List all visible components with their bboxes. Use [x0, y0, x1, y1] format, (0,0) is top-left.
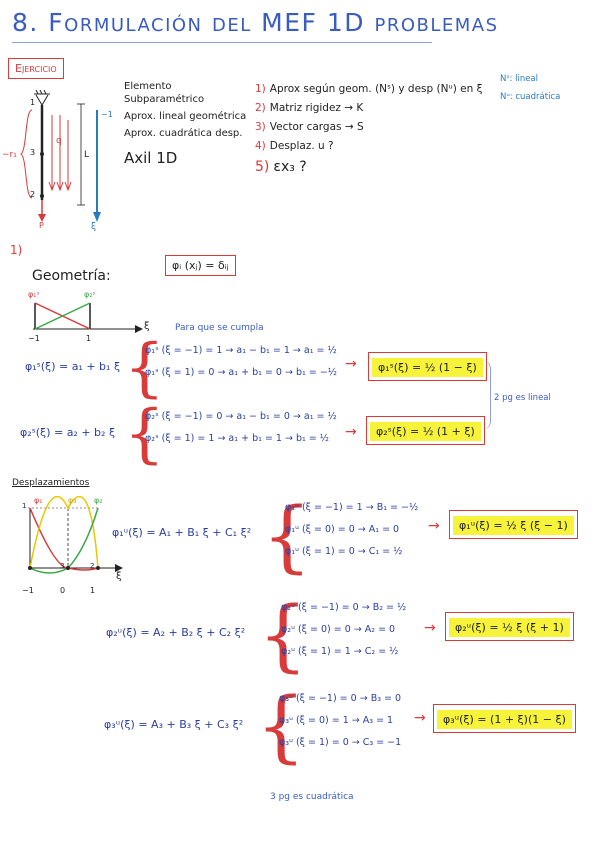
- arrow-icon: →: [345, 424, 357, 440]
- phi1-disp-conditions: φ₁ᵘ (ξ = −1) = 1 → B₁ = −½ φ₁ᵘ (ξ = 0) =…: [285, 497, 418, 563]
- phi1-geom-brace: {: [124, 331, 165, 405]
- elem-line1: Elemento: [124, 81, 172, 92]
- phi2-disp-c1: φ₂ᵘ (ξ = −1) = 0 → B₂ = ½: [281, 602, 407, 613]
- disp-tick-0: 0: [60, 586, 66, 595]
- geometry-plot: [33, 302, 143, 333]
- geom-xi-label: ξ: [144, 321, 150, 332]
- geom-phi2-label: φ₂ˢ: [84, 290, 96, 299]
- phi2-geom-c2: φ₂ˢ (ξ = 1) = 1 → a₁ + b₁ = 1 → b₁ = ½: [145, 433, 329, 444]
- disp-one-tick: 1: [22, 502, 27, 510]
- quadratic-note: 3 pg es cuadrática: [270, 792, 354, 802]
- phi3-disp-c2: φ₃ᵘ (ξ = 0) = 1 → A₃ = 1: [279, 715, 394, 726]
- phi2-geom-result-box: φ₂ˢ(ξ) = ½ (1 + ξ): [366, 416, 485, 445]
- displacement-shape-plot: [28, 495, 123, 574]
- phi1-geom-lhs: φ₁ˢ(ξ) = a₁ + b₁ ξ: [25, 360, 121, 373]
- phi1-geom-result: φ₁ˢ(ξ) = ½ (1 − ξ): [372, 358, 483, 377]
- phi2-geom-result: φ₂ˢ(ξ) = ½ (1 + ξ): [370, 422, 481, 441]
- elem-line3: Aprox. lineal geométrica: [124, 111, 247, 122]
- elem-line4: Aprox. cuadrática desp.: [124, 128, 243, 139]
- phi3-disp-result-box: φ₃ᵘ(ξ) = (1 + ξ)(1 − ξ): [433, 704, 576, 733]
- step-1: 1)Aprox según geom. (Nˢ) y desp (Nᵘ) en …: [255, 83, 483, 95]
- arrow-icon: →: [424, 620, 436, 636]
- phi3-disp-lhs: φ₃ᵘ(ξ) = A₃ + B₃ ξ + C₃ ξ²: [104, 718, 244, 731]
- phi1-geom-c2: φ₁ˢ (ξ = 1) = 0 → a₁ + b₁ = 0 → b₁ = −½: [145, 367, 337, 378]
- phi2-disp-result: φ₂ᵘ(ξ) = ½ ξ (ξ + 1): [449, 618, 570, 637]
- phi2-disp-conditions: φ₂ᵘ (ξ = −1) = 0 → B₂ = ½ φ₂ᵘ (ξ = 0) = …: [281, 597, 406, 663]
- elem-line2: Subparamétrico: [124, 94, 205, 105]
- nu-label: Nᵘ: cuadrática: [500, 92, 561, 102]
- disp-xi-label: ξ: [116, 571, 122, 582]
- geometry-title: Geometría:: [32, 268, 111, 284]
- geom-left-tick: −1: [28, 334, 40, 343]
- arrow-icon: →: [428, 518, 440, 534]
- displacements-title: Desplazamientos: [12, 478, 90, 488]
- phi2-geom-lhs: φ₂ˢ(ξ) = a₂ + b₂ ξ: [20, 426, 116, 439]
- arrow-icon: →: [345, 356, 357, 372]
- disp-node-2: 2: [90, 562, 95, 570]
- step-5: 5)εx₃ ?: [255, 159, 307, 175]
- phi3-disp-c3: φ₃ᵘ (ξ = 1) = 0 → C₃ = −1: [279, 737, 402, 748]
- phi1-disp-result-box: φ₁ᵘ(ξ) = ½ ξ (ξ − 1): [449, 510, 578, 539]
- node-2-label: 2: [30, 190, 36, 199]
- disp-phi2-label: φ₂: [94, 496, 103, 505]
- length-label: L: [84, 150, 90, 160]
- phi1-disp-c2: φ₁ᵘ (ξ = 0) = 0 → A₁ = 0: [285, 524, 400, 535]
- phi2-disp-brace: {: [258, 591, 308, 681]
- phi2-disp-result-box: φ₂ᵘ(ξ) = ½ ξ (ξ + 1): [445, 612, 574, 641]
- phi2-geom-conditions: φ₂ˢ (ξ = −1) = 0 → a₁ − b₁ = 0 → a₁ = ½ …: [145, 406, 337, 450]
- geom-phi1-label: φ₁ˢ: [28, 290, 40, 299]
- disp-phi1-label: φ₁: [34, 496, 43, 505]
- phi3-disp-brace: {: [256, 682, 306, 772]
- geom-right-tick: 1: [86, 334, 92, 343]
- ns-label: Nˢ: lineal: [500, 74, 539, 84]
- section-1-label: 1): [10, 243, 23, 257]
- phi1-geom-conditions: φ₁ˢ (ξ = −1) = 1 → a₁ − b₁ = 1 → a₁ = ½ …: [145, 340, 337, 384]
- node-1-label: 1: [30, 98, 36, 107]
- disp-phi3-label: φ₃: [68, 496, 77, 505]
- title-underline: [12, 42, 432, 43]
- point-load-label: P: [39, 221, 44, 230]
- bar-diagram: [20, 90, 101, 222]
- phi1-disp-c3: φ₁ᵘ (ξ = 1) = 0 → C₁ = ½: [285, 546, 403, 557]
- reaction-label: −r₁: [2, 150, 17, 160]
- element-description: Elemento Subparamétrico Aprox. lineal ge…: [124, 80, 247, 167]
- page-title: 8. Formulación del MEF 1D problemas: [12, 8, 499, 37]
- kronecker-delta-box: φᵢ (xⱼ) = δᵢⱼ: [165, 255, 236, 276]
- phi1-disp-result: φ₁ᵘ(ξ) = ½ ξ (ξ − 1): [453, 516, 574, 535]
- xi-axis-label: ξ: [91, 222, 97, 232]
- phi3-disp-c1: φ₃ᵘ (ξ = −1) = 0 → B₃ = 0: [279, 693, 402, 704]
- phi1-geom-result-box: φ₁ˢ(ξ) = ½ (1 − ξ): [368, 352, 487, 381]
- phi1-geom-c1: φ₁ˢ (ξ = −1) = 1 → a₁ − b₁ = 1 → a₁ = ½: [145, 345, 337, 356]
- node-3-label: 3: [30, 148, 36, 157]
- linear-note: 2 pg es lineal: [494, 393, 551, 403]
- phi1-disp-lhs: φ₁ᵘ(ξ) = A₁ + B₁ ξ + C₁ ξ²: [112, 526, 252, 539]
- para-que-note: Para que se cumpla: [175, 323, 264, 333]
- step-2: 2)Matriz rigidez → K: [255, 102, 364, 114]
- xi-neg-label: −1: [101, 110, 113, 119]
- phi3-disp-conditions: φ₃ᵘ (ξ = −1) = 0 → B₃ = 0 φ₃ᵘ (ξ = 0) = …: [279, 688, 401, 754]
- disp-node-3: 3: [60, 562, 65, 570]
- phi2-disp-lhs: φ₂ᵘ(ξ) = A₂ + B₂ ξ + C₂ ξ²: [106, 626, 246, 639]
- step-3: 3)Vector cargas → S: [255, 121, 364, 133]
- axil-label: Axil 1D: [124, 149, 178, 167]
- phi2-geom-c1: φ₂ˢ (ξ = −1) = 0 → a₁ − b₁ = 0 → a₁ = ½: [145, 411, 337, 422]
- phi2-disp-c2: φ₂ᵘ (ξ = 0) = 0 → A₂ = 0: [281, 624, 396, 635]
- arrow-icon: →: [414, 710, 426, 726]
- phi1-disp-c1: φ₁ᵘ (ξ = −1) = 1 → B₁ = −½: [285, 502, 419, 513]
- disp-tick-1: 1: [90, 586, 96, 595]
- phi3-disp-result: φ₃ᵘ(ξ) = (1 + ξ)(1 − ξ): [437, 710, 572, 729]
- disp-tick-m1: −1: [22, 586, 34, 595]
- phi2-geom-brace: {: [124, 397, 165, 471]
- steps-list: 1)Aprox según geom. (Nˢ) y desp (Nᵘ) en …: [255, 82, 482, 175]
- step-4: 4)Desplaz. u ?: [255, 140, 334, 152]
- load-q-label: q: [56, 136, 62, 146]
- linear-note-brace: [482, 360, 491, 430]
- exercise-label: Ejercicio: [8, 58, 64, 79]
- phi1-disp-brace: {: [262, 492, 312, 582]
- phi2-disp-c3: φ₂ᵘ (ξ = 1) = 1 → C₂ = ½: [281, 646, 399, 657]
